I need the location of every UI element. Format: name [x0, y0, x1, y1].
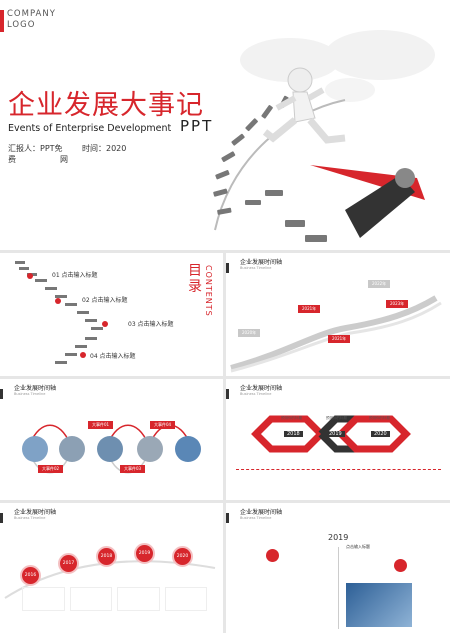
event-label: 大事件01 — [88, 421, 114, 429]
event-photo — [346, 583, 412, 627]
header-accent — [226, 263, 229, 273]
reporter-wrap-2: 网 — [60, 155, 68, 164]
year-label: 2020 — [371, 431, 390, 437]
speedometer-illustration — [213, 67, 425, 242]
slide-heading: 企业发展时间轴 — [14, 509, 57, 516]
contents-slide: 01 点击输入标题 02 点击输入标题 03 点击输入标题 04 点击输入标题 … — [0, 253, 223, 376]
contents-title-cn: 目录 — [188, 263, 202, 295]
event-icon-circle — [266, 549, 279, 562]
divider — [0, 500, 450, 503]
reporter-wrap: 费 — [8, 155, 16, 164]
cover-slide: COMPANY LOGO 企业发展大事记 Events of Enterpris… — [0, 0, 450, 250]
world-map-background — [240, 30, 435, 102]
slide-heading: 企业发展时间轴 — [14, 385, 57, 392]
logo-line-1: COMPANY — [7, 9, 56, 19]
slide-subheading: Business Timeline — [240, 516, 272, 520]
arc-slide: 企业发展时间轴 Business Timeline 2016 2017 2018… — [0, 503, 223, 633]
timeline-slide-a: 企业发展时间轴 Business Timeline 2020年 2021年 20… — [226, 253, 450, 376]
chain-title: 预测你的标题 — [326, 416, 347, 420]
info-card — [22, 587, 65, 611]
year-label: 2023年 — [386, 300, 409, 308]
year-circle: 2020 — [172, 546, 193, 567]
event-label: 大事件02 — [38, 465, 64, 473]
year-label: 2022年 — [368, 280, 391, 288]
year-circle: 2016 — [20, 565, 41, 586]
section-title: 点击输入标题 — [346, 544, 370, 549]
divider — [0, 376, 450, 379]
header-accent — [226, 513, 229, 523]
cycle-diagram — [22, 424, 201, 474]
menu-marker — [27, 273, 33, 279]
menu-item-2[interactable]: 02 点击输入标题 — [82, 297, 128, 304]
divider — [0, 250, 450, 253]
info-card — [117, 587, 160, 611]
road-graphic — [230, 295, 442, 373]
slide-subheading: Business Timeline — [240, 392, 272, 396]
menu-marker — [80, 352, 86, 358]
contents-title-en: CONTENTS — [204, 265, 213, 317]
ppt-label: PPT — [180, 117, 214, 135]
year-label: 2021年 — [328, 335, 351, 343]
photo-slide: 企业发展时间轴 Business Timeline 2019 点击输入标题 — [226, 503, 450, 633]
header-accent — [226, 389, 229, 399]
slide-subheading: Business Timeline — [14, 392, 46, 396]
company-logo: COMPANY LOGO — [7, 9, 77, 31]
event-label: 大事件03 — [120, 465, 146, 473]
info-card — [164, 587, 207, 611]
year-circle: 2019 — [134, 543, 155, 564]
reporter-label: 汇报人：PPT免 — [8, 144, 63, 153]
year-label: 2018 — [284, 431, 303, 437]
menu-marker — [102, 321, 108, 327]
event-icon-circle — [394, 559, 407, 572]
year-heading: 2019 — [328, 533, 349, 542]
logo-line-2: LOGO — [7, 20, 36, 30]
year-label: 2019 — [326, 431, 345, 437]
reporter-info: 汇报人：PPT免 费 — [8, 143, 63, 165]
menu-item-3[interactable]: 03 点击输入标题 — [128, 321, 174, 328]
year-label: 2020年 — [238, 329, 261, 337]
header-accent — [0, 513, 3, 523]
event-label: 大事件04 — [150, 421, 176, 429]
circles-slide: 企业发展时间轴 Business Timeline 大事件01 大事件02 大事… — [0, 379, 223, 500]
dotted-line — [236, 469, 441, 470]
menu-marker — [55, 298, 61, 304]
year-circle: 2018 — [96, 546, 117, 567]
chain-title: 预测你的标题 — [369, 416, 390, 420]
card-row — [22, 587, 207, 611]
year-circle: 2017 — [58, 553, 79, 574]
slide-heading: 企业发展时间轴 — [240, 385, 283, 392]
time-info: 时间：2020 — [82, 144, 127, 153]
menu-item-1[interactable]: 01 点击输入标题 — [52, 272, 98, 279]
slide-heading: 企业发展时间轴 — [240, 509, 283, 516]
chain-slide: 企业发展时间轴 Business Timeline 2018 2019 2020… — [226, 379, 450, 500]
chain-title: 预测你的标题 — [281, 416, 302, 420]
slide-heading: 企业发展时间轴 — [240, 259, 283, 266]
page-title: 企业发展大事记 — [8, 90, 204, 121]
slide-subheading: Business Timeline — [240, 266, 272, 270]
info-card — [69, 587, 112, 611]
year-label: 2021年 — [298, 305, 321, 313]
vertical-line — [338, 547, 339, 629]
chain-graphic — [251, 415, 411, 453]
page-subtitle: Events of Enterprise Development — [8, 123, 172, 134]
slide-subheading: Business Timeline — [14, 516, 46, 520]
divider — [223, 253, 226, 633]
header-accent — [0, 389, 3, 399]
menu-item-4[interactable]: 04 点击输入标题 — [90, 353, 136, 360]
stair-illustration — [15, 261, 103, 364]
logo-accent-bar — [0, 10, 4, 32]
